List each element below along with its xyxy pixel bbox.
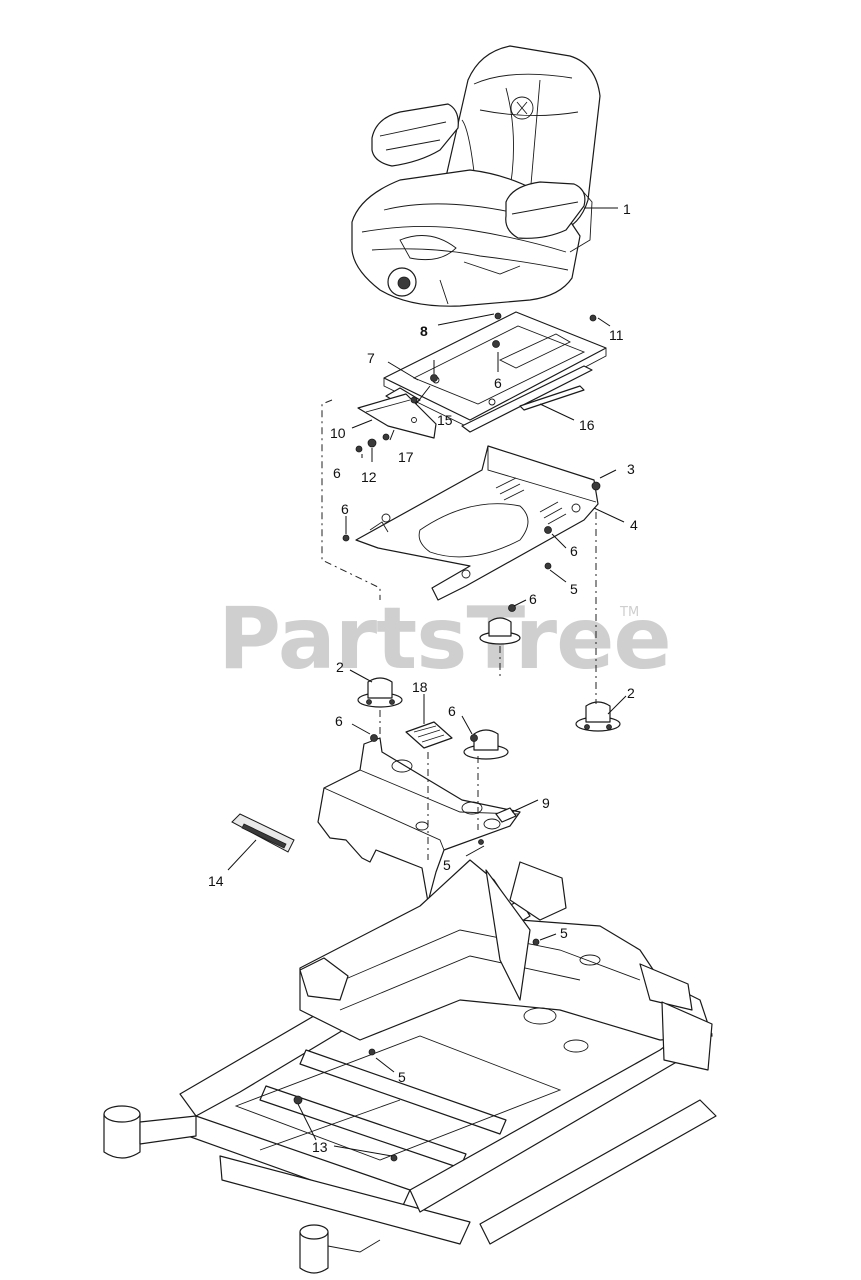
callout-1: 1	[623, 201, 631, 217]
callout-6-d: 6	[570, 543, 578, 559]
isolator-mount-right[interactable]	[575, 701, 621, 732]
callout-16: 16	[579, 417, 595, 433]
watermark-text: PartsTree	[218, 589, 671, 689]
callout-17: 17	[398, 449, 414, 465]
seat-bracket[interactable]	[357, 393, 437, 439]
callout-5-d: 5	[398, 1069, 406, 1085]
hardware-fasteners	[293, 312, 601, 1162]
callout-5-c: 5	[560, 925, 568, 941]
assembly-lines	[321, 399, 597, 860]
model-nameplate[interactable]	[231, 813, 295, 853]
callout-labels: 1 8 11 7 6 15 16 10 17 6 12 3 6 4 6 5 6 …	[208, 201, 638, 1155]
callout-6-g: 6	[448, 703, 456, 719]
callout-6-e: 6	[529, 591, 537, 607]
isolator-mount-front[interactable]	[463, 729, 509, 760]
callout-13: 13	[312, 1139, 328, 1155]
isolator-mount-left[interactable]	[357, 677, 403, 708]
instruction-decal[interactable]	[405, 721, 453, 749]
seat-mounting-plate[interactable]	[355, 445, 599, 601]
watermark-trademark: TM	[619, 605, 639, 620]
leader-lines	[227, 207, 627, 1157]
callout-12: 12	[361, 469, 377, 485]
callout-10: 10	[330, 425, 346, 441]
callout-6-c: 6	[341, 501, 349, 517]
callout-3: 3	[627, 461, 635, 477]
callout-11: 11	[609, 327, 624, 343]
seat-cover-pan[interactable]	[317, 737, 521, 903]
callout-5-a: 5	[570, 581, 578, 597]
callout-15: 15	[437, 412, 453, 428]
chassis-frame[interactable]	[103, 859, 717, 1274]
callout-2-b: 2	[627, 685, 635, 701]
callout-14: 14	[208, 873, 224, 889]
seat-slide-plate[interactable]	[383, 311, 607, 433]
seat-assembly[interactable]	[351, 45, 601, 307]
isolator-mount-rear[interactable]	[479, 617, 521, 645]
callout-4: 4	[630, 517, 638, 533]
callout-6-b: 6	[333, 465, 341, 481]
callout-9: 9	[542, 795, 550, 811]
callout-6-a: 6	[494, 375, 502, 391]
callout-6-f: 6	[335, 713, 343, 729]
callout-18: 18	[412, 679, 428, 695]
callout-7: 7	[367, 350, 375, 366]
callout-8: 8	[420, 323, 428, 339]
watermark: PartsTree TM	[218, 589, 672, 689]
callout-5-b: 5	[443, 857, 451, 873]
callout-2-a: 2	[336, 659, 344, 675]
